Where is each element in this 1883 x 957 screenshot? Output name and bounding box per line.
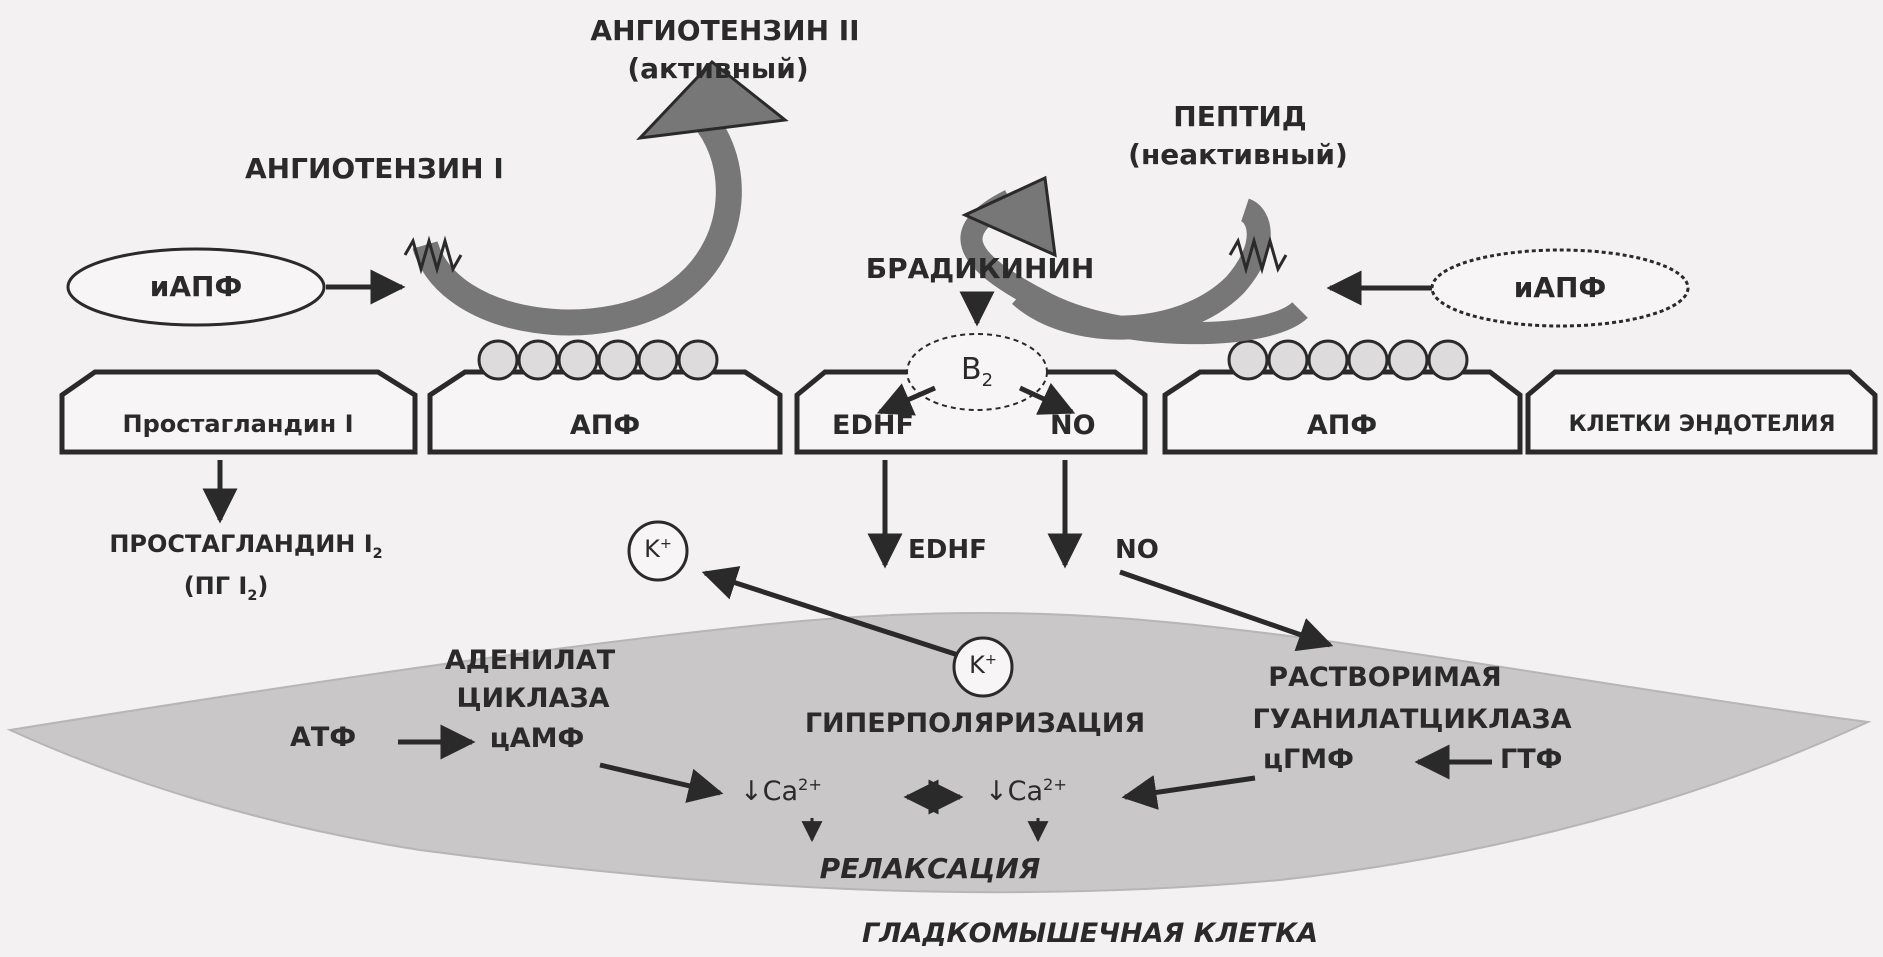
cell-prostaglandin-i: Простагландин I: [122, 410, 353, 439]
b2-receptor-label: B2: [961, 352, 993, 392]
pg-i2-label: (ПГ I2): [184, 572, 269, 605]
cell-apf-right: АПФ: [1307, 410, 1377, 442]
calcium-left-label: ↓Ca2+: [740, 775, 822, 808]
adenylate-cyclase-line2: ЦИКЛАЗА: [456, 683, 609, 715]
smooth-muscle-cell-shape: [10, 613, 1868, 892]
angiotensin-1-label: АНГИОТЕНЗИН I: [245, 152, 504, 186]
relaxation-label: РЕЛАКСАЦИЯ: [820, 852, 1041, 886]
potassium-bottom-label: K+: [969, 651, 997, 680]
soluble-gc-line2: ГУАНИЛАТЦИКЛАЗА: [1253, 704, 1572, 736]
cell-endothelium: КЛЕТКИ ЭНДОТЕЛИЯ: [1569, 412, 1836, 438]
gtf-label: ГТФ: [1500, 744, 1562, 776]
angiotensin-curved-arrow: [425, 110, 729, 322]
adenylate-cyclase-line1: АДЕНИЛАТ: [445, 645, 615, 677]
cell-no: NO: [1050, 410, 1096, 442]
hyperpolarization-label: ГИПЕРПОЛЯРИЗАЦИЯ: [805, 708, 1145, 740]
calcium-right-label: ↓Ca2+: [985, 775, 1067, 808]
iapf-right-label: иАПФ: [1514, 271, 1607, 305]
iapf-left-label: иАПФ: [150, 270, 243, 304]
cell-apf-left: АПФ: [570, 410, 640, 442]
soluble-gc-line1: РАСТВОРИМАЯ: [1268, 662, 1501, 694]
camp-label: цАМФ: [490, 723, 585, 755]
peptide-note: (неактивный): [1128, 138, 1348, 172]
atf-label: АТФ: [290, 722, 356, 754]
cell-edhf: EDHF: [832, 410, 914, 442]
angiotensin-2-label: АНГИОТЕНЗИН II: [590, 14, 859, 48]
prostaglandin-i2-label: ПРОСТАГЛАНДИН I2: [109, 530, 382, 563]
no-flow-label: NO: [1115, 535, 1159, 566]
potassium-top-label: K+: [644, 535, 672, 564]
angiotensin-2-note: (активный): [627, 52, 808, 86]
cgmp-label: цГМФ: [1263, 744, 1354, 776]
bradykinin-label: БРАДИКИНИН: [866, 252, 1095, 286]
peptide-label: ПЕПТИД: [1173, 100, 1306, 134]
edhf-flow-label: EDHF: [908, 535, 987, 566]
smooth-muscle-label: ГЛАДКОМЫШЕЧНАЯ КЛЕТКА: [862, 918, 1318, 950]
